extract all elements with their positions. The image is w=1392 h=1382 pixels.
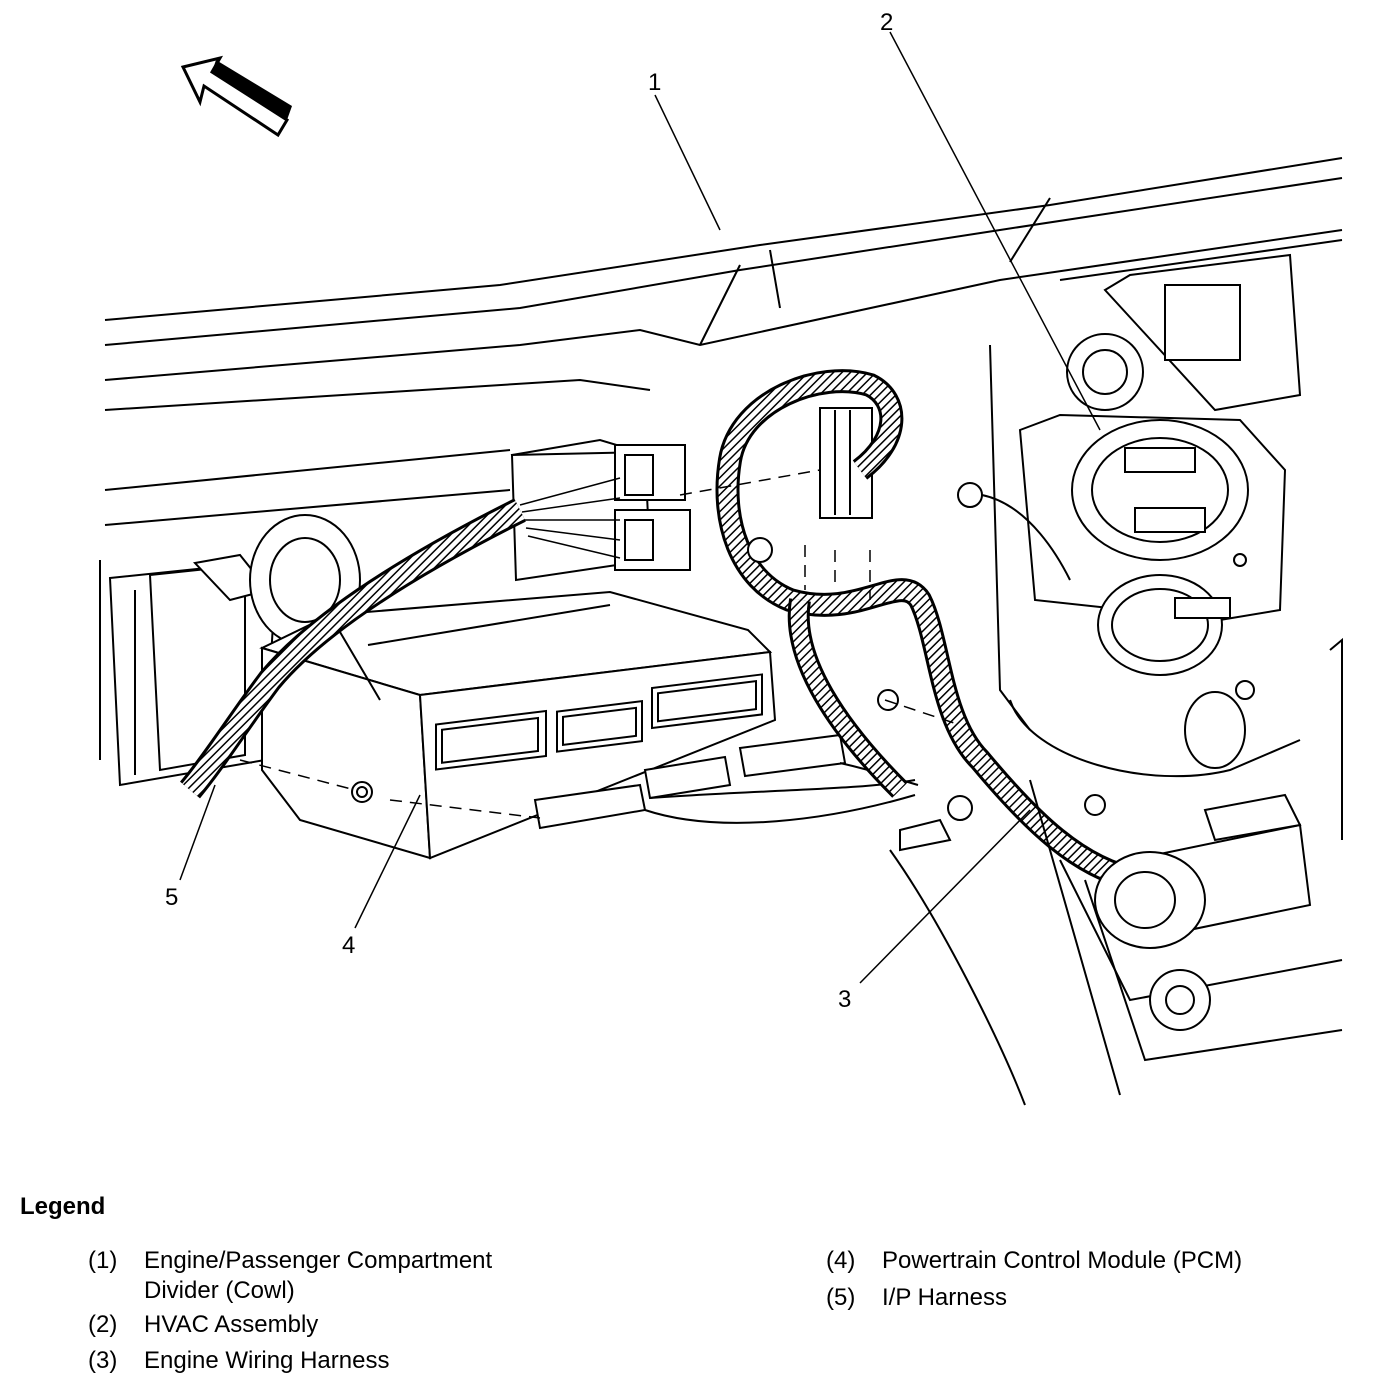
callout-3: 3 (838, 986, 851, 1013)
legend-number: (5) (826, 1284, 856, 1311)
callout-2: 2 (880, 9, 893, 36)
leader-lines (179, 31, 1101, 984)
legend-item-engine-harness: (3) Engine Wiring Harness (88, 1346, 389, 1376)
legend-label: Powertrain Control Module (PCM) (882, 1247, 1243, 1274)
callout-5: 5 (165, 884, 178, 911)
legend-label: HVAC Assembly (144, 1311, 319, 1338)
legend-item-pcm: (4) Powertrain Control Module (PCM) (826, 1246, 1242, 1276)
cowl-outline (99, 157, 1343, 760)
direction-arrow-icon (180, 55, 292, 138)
legend-number: (4) (826, 1247, 856, 1274)
legend-title: Legend (20, 1193, 106, 1220)
upper-connectors (510, 407, 873, 582)
hvac-assembly (957, 239, 1343, 816)
legend-number: (3) (88, 1347, 118, 1374)
lower-body (747, 537, 1343, 1106)
pcm-connectors (533, 733, 919, 830)
pcm-module (259, 590, 777, 860)
legend-item-hvac: (2) HVAC Assembly (88, 1310, 318, 1340)
callout-4: 4 (342, 932, 355, 959)
legend-label: I/P Harness (882, 1284, 1007, 1311)
legend-number: (2) (88, 1311, 118, 1338)
dashed-guides (239, 469, 961, 819)
legend-item-ip-harness: (5) I/P Harness (826, 1283, 1007, 1313)
callout-1: 1 (648, 69, 661, 96)
legend-number: (1) (88, 1247, 118, 1274)
legend-label: Engine/Passenger Compartment Divider (Co… (144, 1247, 493, 1304)
legend-item-cowl: (1) Engine/Passenger Compartment Divider… (88, 1246, 492, 1306)
legend-label: Engine Wiring Harness (144, 1347, 390, 1374)
pcm-location-diagram: 1 2 3 4 5 (99, 9, 1343, 1106)
ip-harness-wires (519, 477, 621, 559)
